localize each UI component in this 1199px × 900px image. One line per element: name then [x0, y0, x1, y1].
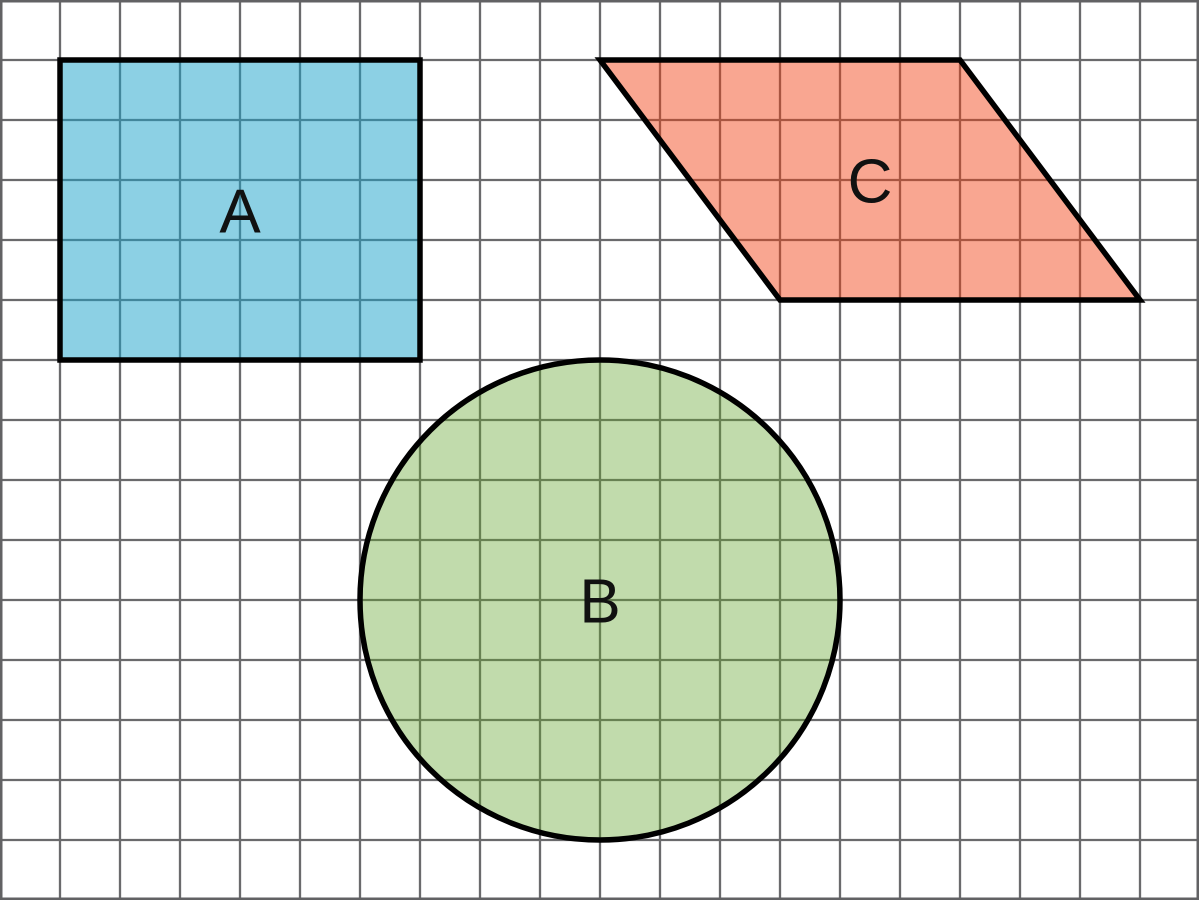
- shape-a-label: A: [219, 177, 261, 246]
- shape-b-circle: [357, 357, 843, 843]
- shape-c-parallelogram: [594, 57, 1146, 303]
- shape-a-rectangle: [57, 57, 423, 363]
- shape-c-label: C: [848, 147, 893, 216]
- shape-b-label: B: [579, 567, 620, 636]
